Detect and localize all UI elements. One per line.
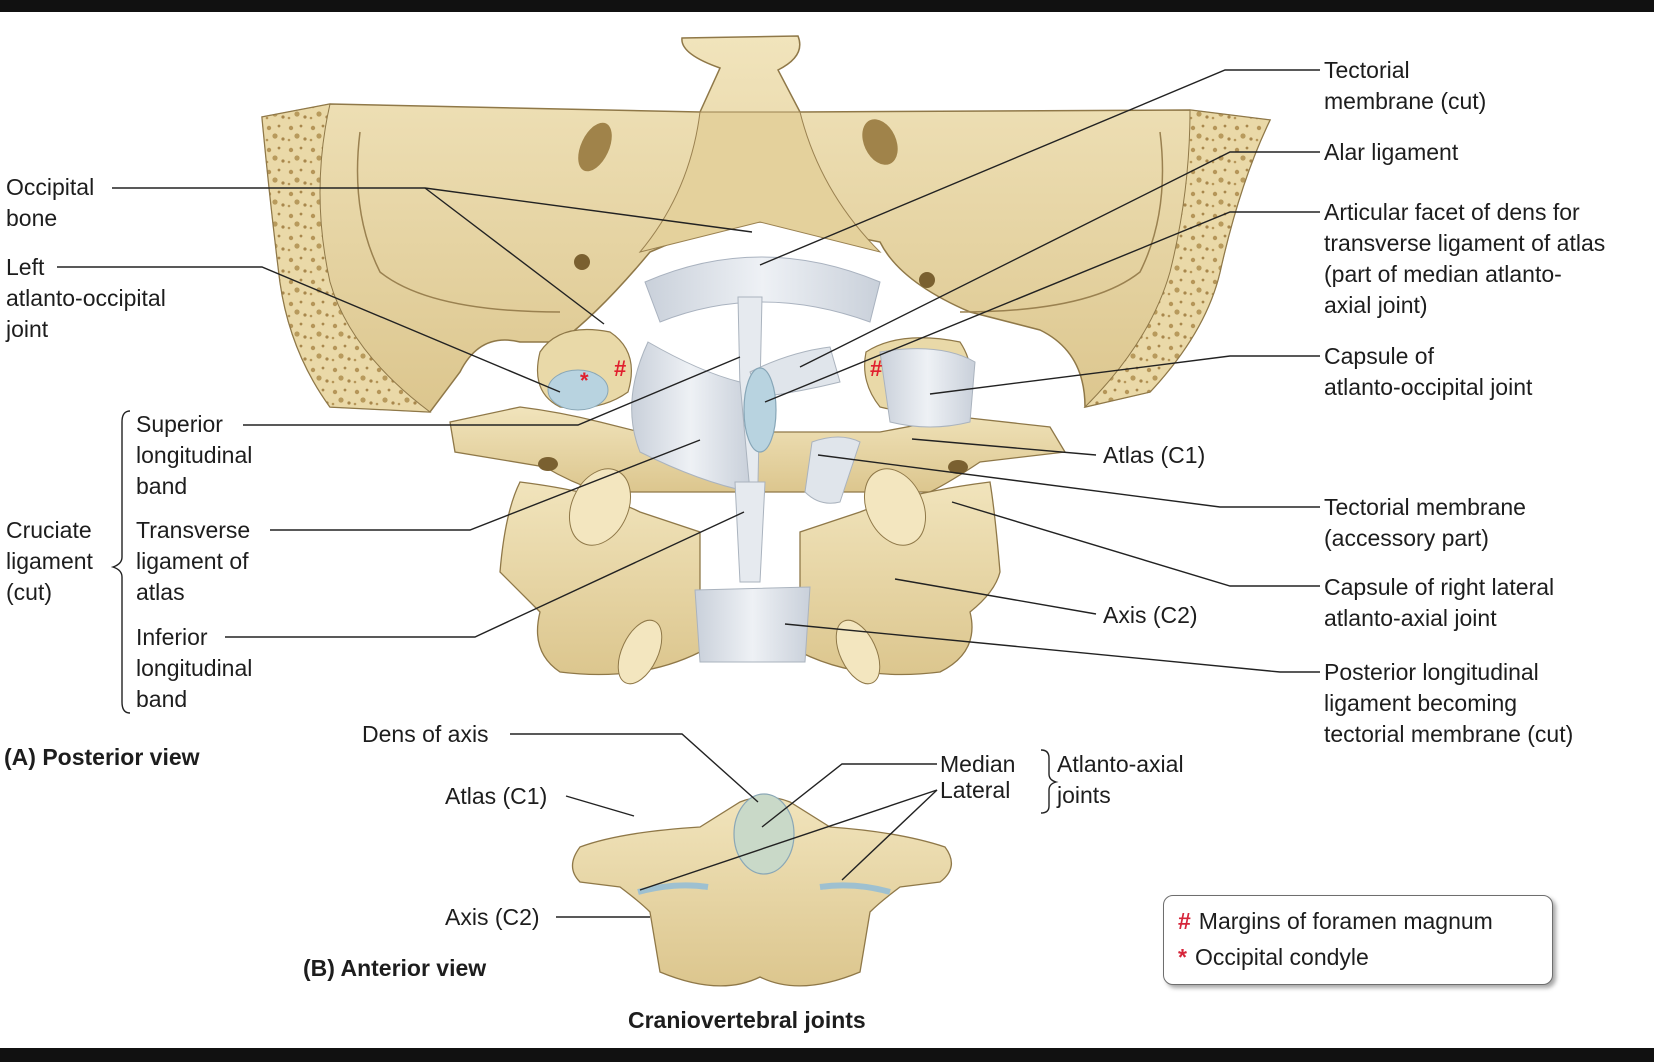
foramen-magnum-margin-marker-right: # [870, 356, 883, 381]
label-alar-ligament: Alar ligament [1324, 139, 1459, 165]
label-axis-c2-anterior: Axis (C2) [445, 904, 540, 930]
label-cruciate-ligament: Cruciate ligament (cut) [6, 517, 93, 605]
caption-anterior-view: (B) Anterior view [303, 955, 487, 981]
label-tectorial-membrane-cut: Tectorial membrane (cut) [1324, 57, 1487, 114]
label-superior-longitudinal-band: Superior longitudinal band [136, 411, 253, 499]
legend-label-occipital-condyle: Occipital condyle [1194, 944, 1369, 970]
label-left-atlanto-occipital-joint: Left atlanto-occipital joint [6, 254, 166, 342]
label-median: Median [940, 751, 1016, 777]
legend-symbol-star: * [1178, 944, 1187, 970]
braces [110, 410, 1059, 814]
label-posterior-longitudinal-ligament: Posterior longitudinal ligament becoming… [1324, 659, 1574, 747]
label-inferior-longitudinal-band: Inferior longitudinal band [136, 624, 253, 712]
label-capsule-atlanto-occipital: Capsule of atlanto-occipital joint [1324, 343, 1533, 400]
caption-posterior-view: (A) Posterior view [4, 744, 200, 770]
legend-label-foramen-magnum: Margins of foramen magnum [1198, 908, 1493, 934]
label-atlanto-axial-joints: Atlanto-axial joints [1057, 751, 1184, 808]
occipital-condyle-marker: * [580, 368, 589, 393]
anterior-view-shape [571, 793, 952, 987]
anatomy-illustration [57, 35, 1320, 987]
legend-item-occipital-condyle: * Occipital condyle [1178, 942, 1369, 973]
foramen-magnum-margin-marker-left: # [614, 356, 627, 381]
occipital-bone-shape [261, 35, 1272, 413]
legend-symbol-hash: # [1178, 908, 1191, 934]
label-capsule-lateral-atlanto-axial: Capsule of right lateral atlanto-axial j… [1324, 574, 1555, 631]
label-atlas-c1-anterior: Atlas (C1) [445, 783, 548, 809]
leader-lines [57, 69, 1320, 918]
legend-item-foramen-magnum: # Margins of foramen magnum [1178, 906, 1493, 937]
label-axis-c2: Axis (C2) [1103, 602, 1198, 628]
label-tectorial-membrane-accessory: Tectorial membrane (accessory part) [1324, 494, 1526, 551]
label-atlas-c1: Atlas (C1) [1103, 442, 1206, 468]
label-lateral: Lateral [940, 777, 1011, 803]
figure-title: Craniovertebral joints [628, 1007, 866, 1033]
legend-box: # Margins of foramen magnum * Occipital co… [1163, 895, 1553, 985]
label-dens-of-axis: Dens of axis [362, 721, 489, 747]
label-articular-facet-of-dens: Articular facet of dens for transverse l… [1324, 199, 1606, 318]
label-transverse-ligament: Transverse ligament of atlas [136, 517, 251, 605]
figure-canvas: * # # Occipital bone Left atlanto-occipi… [0, 12, 1654, 1048]
label-occipital-bone: Occipital bone [6, 174, 95, 231]
